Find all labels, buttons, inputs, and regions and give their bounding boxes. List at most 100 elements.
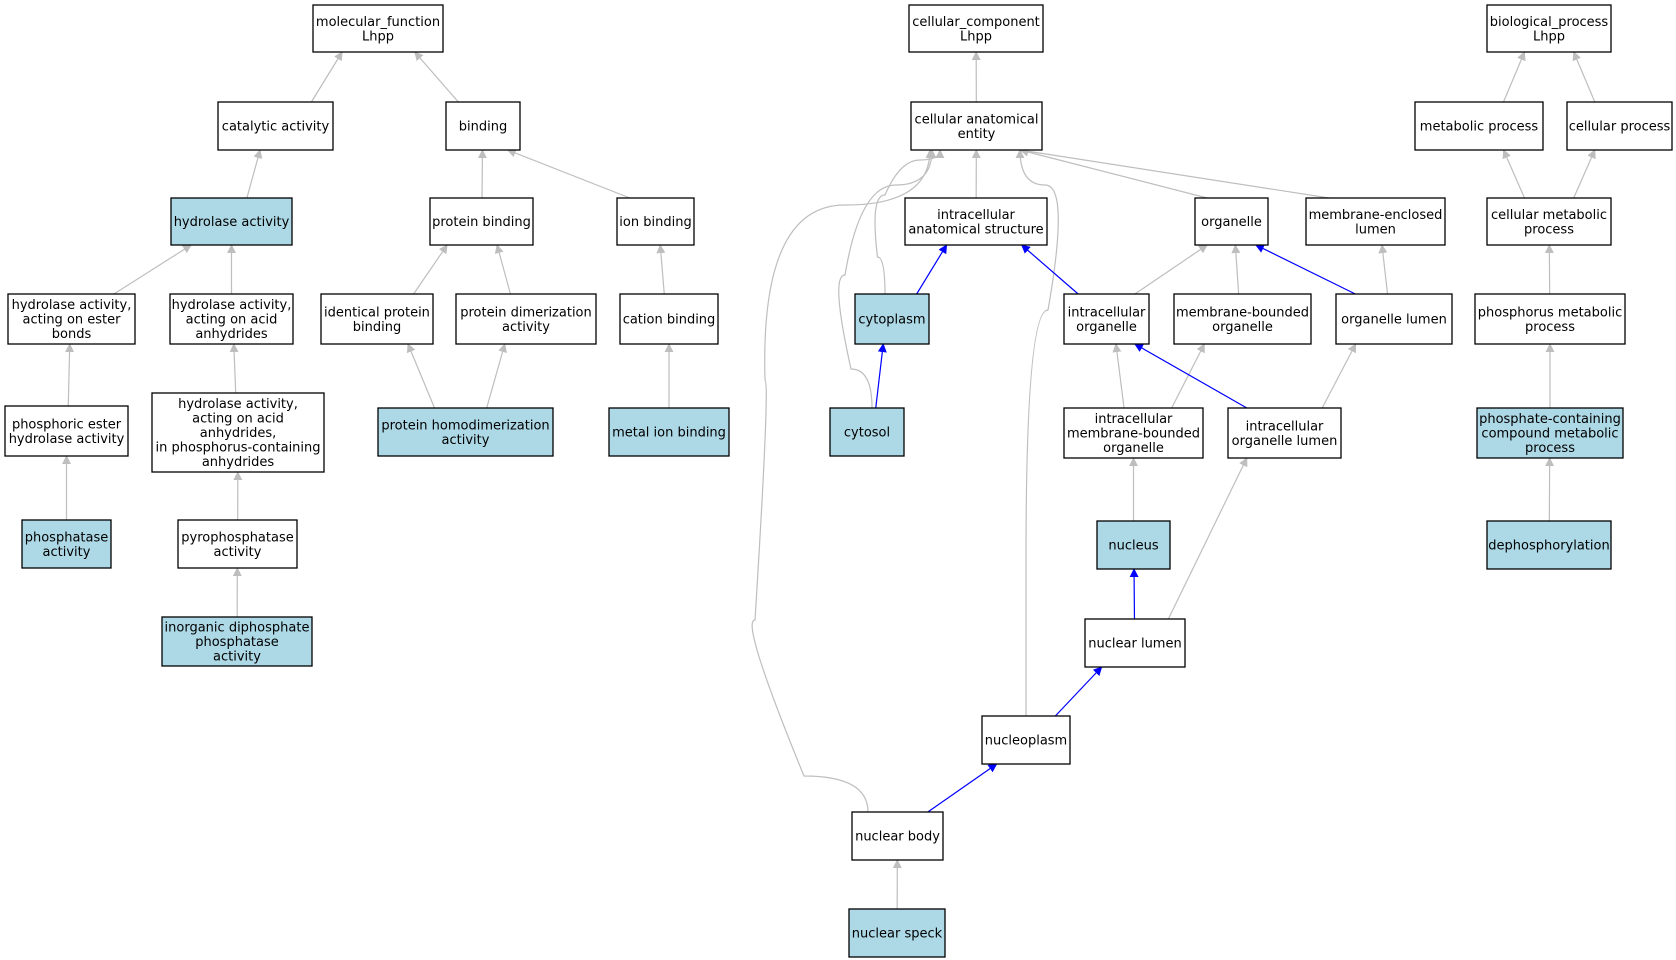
node-box xyxy=(1486,197,1612,246)
edge-iol-to-ol xyxy=(1321,343,1357,409)
node-speck[interactable]: nuclear speck xyxy=(848,908,946,958)
node-label-line: identical protein xyxy=(324,305,430,320)
edge-cellproc-to-bp xyxy=(1572,51,1596,103)
node-box xyxy=(910,101,1043,151)
node-metab[interactable]: metabolic process xyxy=(1414,101,1544,151)
node-label-line: intracellular xyxy=(1246,419,1324,434)
node-nlumen[interactable]: nuclear lumen xyxy=(1084,618,1186,668)
node-box xyxy=(217,101,334,151)
node-hyd_acid_p[interactable]: hydrolase activity,acting on acidanhydri… xyxy=(151,392,325,473)
node-label-line: intracellular xyxy=(1068,305,1146,320)
node-cytosol[interactable]: cytosol xyxy=(829,407,905,457)
node-hydrolase[interactable]: hydrolase activity xyxy=(170,197,293,246)
node-box xyxy=(161,616,313,667)
node-dephos[interactable]: dephosphorylation xyxy=(1486,520,1612,570)
node-label-line: organelle xyxy=(1212,320,1273,335)
node-box xyxy=(1194,197,1269,246)
node-box xyxy=(4,405,129,457)
node-label-line: activity xyxy=(43,545,91,560)
node-nbody[interactable]: nuclear body xyxy=(851,811,944,861)
node-hyd_acid[interactable]: hydrolase activity,acting on acidanhydri… xyxy=(169,293,294,345)
edge-ident-to-prot_bind xyxy=(413,244,448,295)
node-box xyxy=(1063,407,1204,459)
node-box xyxy=(377,407,554,457)
node-cellproc[interactable]: cellular process xyxy=(1566,101,1673,151)
node-label-line: organelle xyxy=(1076,320,1137,335)
node-box xyxy=(619,293,719,345)
node-box xyxy=(1084,618,1186,668)
node-box xyxy=(848,908,946,958)
node-box xyxy=(829,407,905,457)
edge-phos_ester-to-hyd_ester xyxy=(65,343,75,407)
node-box xyxy=(7,293,136,345)
node-cation[interactable]: cation binding xyxy=(619,293,719,345)
node-label-line: phosphorus metabolic xyxy=(1478,305,1622,320)
edge-nlumen-to-iol xyxy=(1167,457,1248,620)
edge-cytosol-to-cytoplasm xyxy=(875,343,887,409)
node-label-line: dephosphorylation xyxy=(1488,539,1609,554)
edge-hydrolase-to-catalytic xyxy=(246,149,263,199)
node-box xyxy=(445,101,521,151)
node-label-line: organelle xyxy=(1201,215,1262,230)
node-label-line: intracellular xyxy=(1095,412,1173,427)
node-label-line: membrane-bounded xyxy=(1067,427,1200,442)
node-box xyxy=(455,293,597,345)
node-nucleoplasm[interactable]: nucleoplasm xyxy=(981,715,1071,765)
edge-cmp-to-cellproc xyxy=(1573,149,1596,199)
node-binding[interactable]: binding xyxy=(445,101,521,151)
node-cytoplasm[interactable]: cytoplasm xyxy=(854,293,930,345)
node-box xyxy=(1566,101,1673,151)
node-box xyxy=(981,715,1071,765)
node-label-line: protein binding xyxy=(432,215,531,230)
node-ol[interactable]: organelle lumen xyxy=(1335,293,1453,345)
node-label-line: activity xyxy=(442,433,490,448)
node-box xyxy=(1486,520,1612,570)
node-label-line: molecular_function xyxy=(316,15,440,30)
node-label-line: organelle lumen xyxy=(1341,313,1447,328)
node-box xyxy=(320,293,434,345)
node-label-line: hydrolase activity, xyxy=(172,298,292,313)
node-label-line: bonds xyxy=(52,327,92,342)
node-label-line: intracellular xyxy=(937,208,1015,223)
node-label-line: protein homodimerization xyxy=(381,418,549,433)
node-ion_bind[interactable]: ion binding xyxy=(616,197,695,246)
node-box xyxy=(1476,407,1624,459)
node-nucleus[interactable]: nucleus xyxy=(1096,520,1171,570)
node-organelle[interactable]: organelle xyxy=(1194,197,1269,246)
node-prot_bind[interactable]: protein binding xyxy=(429,197,534,246)
node-label-line: compound metabolic xyxy=(1481,427,1618,442)
node-label-line: protein dimerization xyxy=(460,305,592,320)
edge-metab-to-bp xyxy=(1502,51,1526,103)
node-label-line: anhydrides, xyxy=(200,426,277,441)
node-label-line: Lhpp xyxy=(960,29,992,44)
node-box xyxy=(1096,520,1171,570)
node-metal[interactable]: metal ion binding xyxy=(608,407,730,457)
edge-ion_bind-to-binding xyxy=(506,148,631,199)
node-catalytic[interactable]: catalytic activity xyxy=(217,101,334,151)
node-box xyxy=(177,519,298,569)
node-label-line: acting on ester xyxy=(23,313,122,328)
